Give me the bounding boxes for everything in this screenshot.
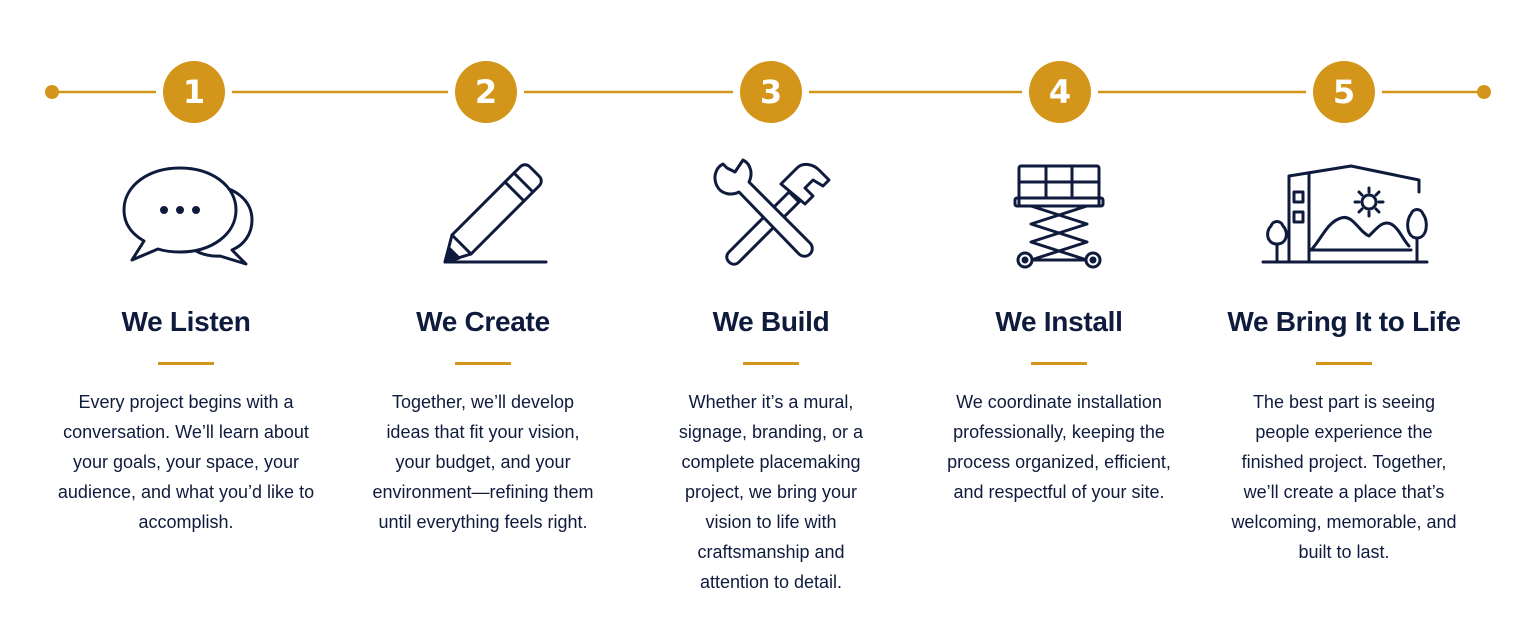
- process-timeline: 1 2 3 4 5: [45, 54, 1491, 130]
- step-we-build: We Build Whether it’s a mural, signage, …: [626, 150, 916, 597]
- title-underline: [1031, 362, 1087, 365]
- step-number-label: 2: [475, 73, 497, 111]
- step-number-1: 1: [156, 54, 232, 130]
- step-number-5: 5: [1306, 54, 1382, 130]
- step-description: Whether it’s a mural, signage, branding,…: [678, 392, 864, 592]
- step-we-create: We Create Together, we’ll develop ideas …: [338, 150, 628, 537]
- step-number-label: 5: [1333, 73, 1355, 111]
- step-number-label: 3: [760, 73, 782, 111]
- title-underline: [743, 362, 799, 365]
- speech-bubbles-icon: [41, 150, 331, 280]
- step-title: We Listen: [121, 306, 251, 337]
- title-underline: [1316, 362, 1372, 365]
- title-underline: [158, 362, 214, 365]
- step-description: The best part is seeing people experienc…: [1231, 392, 1457, 562]
- timeline-start-dot: [45, 85, 59, 99]
- step-title: We Bring It to Life: [1227, 306, 1461, 337]
- step-title: We Install: [995, 306, 1123, 337]
- step-we-bring-it-to-life: We Bring It to Life The best part is see…: [1199, 150, 1489, 567]
- step-title: We Build: [712, 306, 830, 337]
- scissor-lift-icon: [914, 150, 1204, 280]
- step-description: Every project begins with a conversation…: [57, 392, 315, 532]
- step-number-3: 3: [733, 54, 809, 130]
- pencil-icon: [338, 150, 628, 280]
- step-description: Together, we’ll develop ideas that fit y…: [372, 392, 594, 532]
- wrench-hammer-icon: [626, 150, 916, 280]
- step-we-listen: We Listen Every project begins with a co…: [41, 150, 331, 537]
- timeline-end-dot: [1477, 85, 1491, 99]
- title-underline: [455, 362, 511, 365]
- step-number-label: 4: [1049, 73, 1071, 111]
- step-title: We Create: [416, 306, 550, 337]
- step-number-label: 1: [183, 73, 205, 111]
- step-number-4: 4: [1022, 54, 1098, 130]
- step-description: We coordinate installation professionall…: [947, 392, 1171, 502]
- step-we-install: We Install We coordinate installation pr…: [914, 150, 1204, 507]
- building-mural-icon: [1199, 150, 1489, 280]
- step-number-2: 2: [448, 54, 524, 130]
